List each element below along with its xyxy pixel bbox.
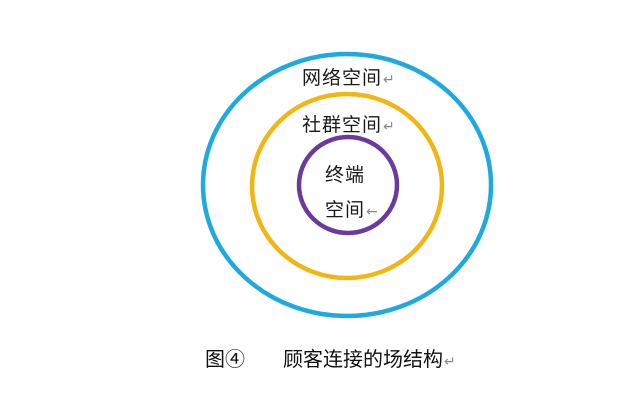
figure-number: 图④ <box>205 347 245 371</box>
community-space-ring <box>249 91 445 281</box>
community-space-text: 社群空间 <box>302 114 383 136</box>
figure-caption: 图④ 顾客连接的场结构↵ <box>205 343 456 372</box>
terminal-space-label-line2: 空间← <box>325 195 379 222</box>
figure-title: 顾客连接的场结构 <box>283 347 443 371</box>
terminal-space-label-line1: 终端 <box>325 160 365 187</box>
return-mark-icon: ← <box>366 204 379 220</box>
network-space-text: 网络空间 <box>302 67 383 89</box>
return-mark-icon: ↵ <box>383 119 396 135</box>
network-space-label: 网络空间↵ <box>302 63 396 90</box>
network-space-ring <box>200 51 494 319</box>
terminal-space-ring <box>296 134 400 236</box>
terminal-space-text-line2: 空间 <box>325 199 366 221</box>
return-mark-icon: ↵ <box>444 354 456 370</box>
community-space-label: 社群空间↵ <box>302 110 396 137</box>
terminal-space-text-line1: 终端 <box>325 164 366 186</box>
return-mark-icon: ↵ <box>383 72 396 88</box>
